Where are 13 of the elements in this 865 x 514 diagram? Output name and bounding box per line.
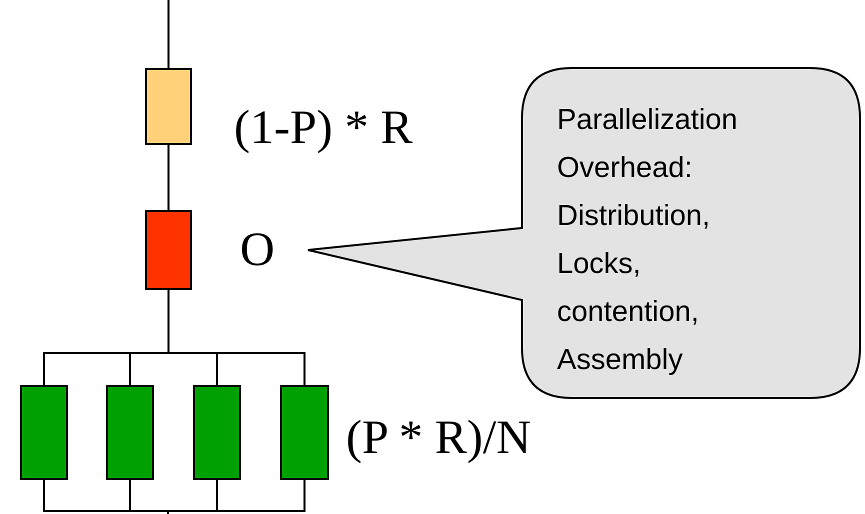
callout-text: Parallelization Overhead: Distribution, Locks, contention, Assembly xyxy=(557,103,739,378)
wire xyxy=(168,290,306,385)
resistor-symbol xyxy=(145,68,192,145)
wire xyxy=(168,0,170,68)
wire xyxy=(168,145,170,210)
resistance-label: O xyxy=(240,226,275,274)
resistance-label: (P * R)/N xyxy=(346,414,531,462)
resistor-symbol xyxy=(106,385,154,480)
resistor-symbol xyxy=(193,385,241,480)
resistor-symbol xyxy=(20,385,68,480)
resistor-symbol xyxy=(145,210,192,290)
resistance-label: (1-P) * R xyxy=(234,104,413,152)
resistor-symbol xyxy=(280,385,329,480)
